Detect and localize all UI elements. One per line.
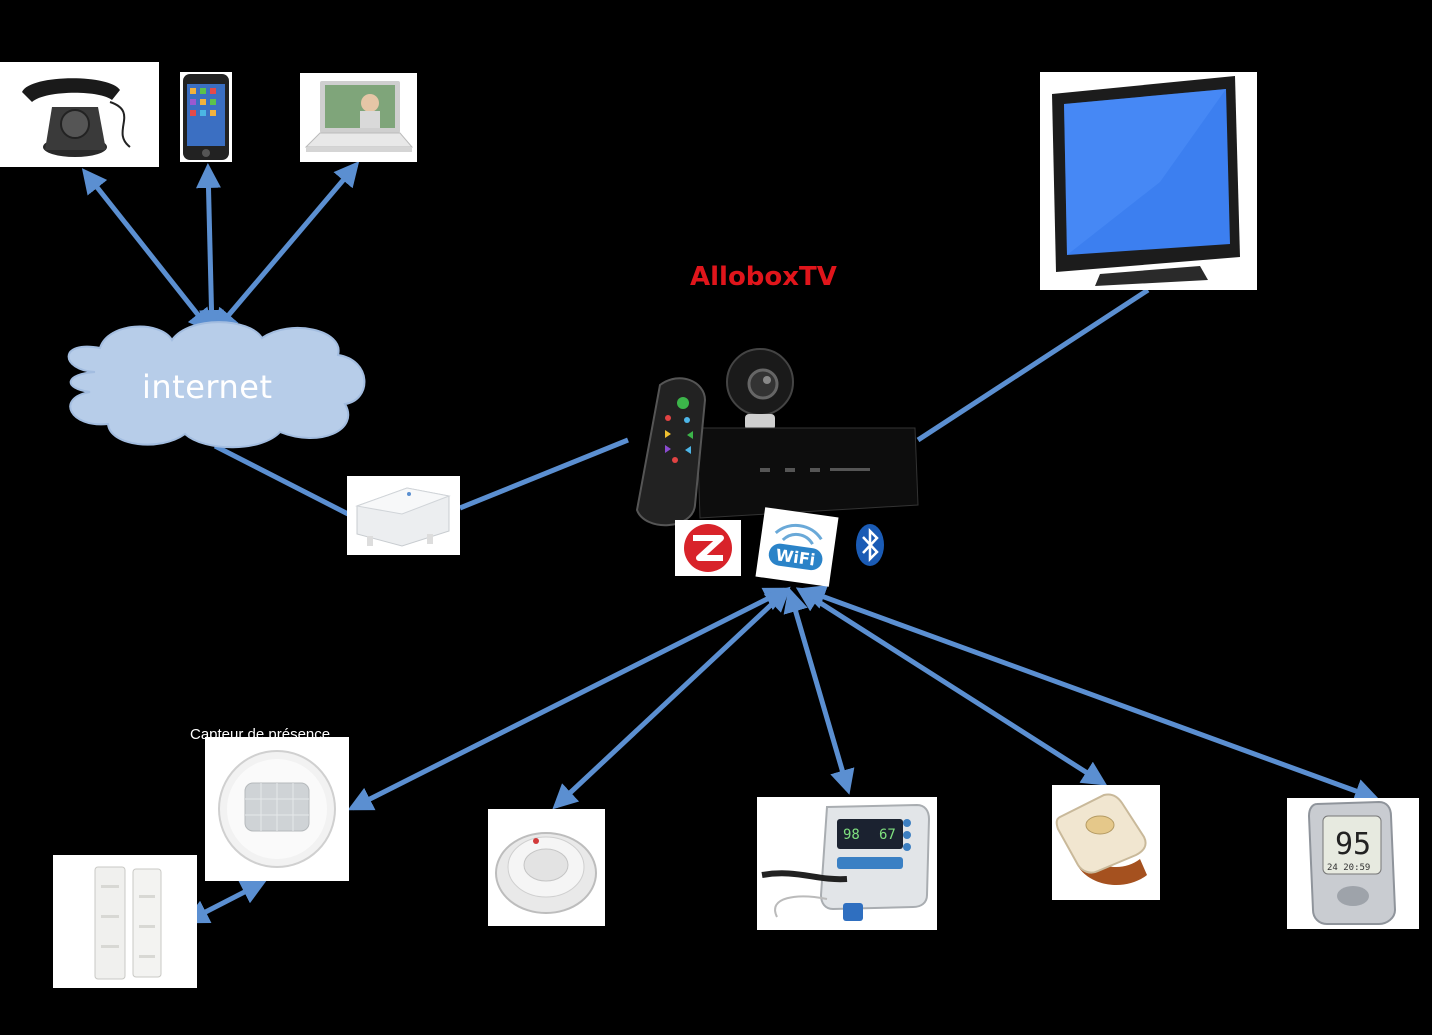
wifi-icon: WiFi [768,523,823,571]
glucometer-icon: 95 24 20:59 [1307,800,1397,925]
smoke-detector-icon [495,832,597,914]
bluetooth-icon [856,524,884,566]
presence-sensor-tile [205,737,349,881]
internet-cloud-label: internet [142,368,273,406]
telephone-tile [0,62,159,167]
zigbee-tile [675,520,741,576]
link-internet-laptop [212,161,360,334]
link-hub-glucometer [800,585,1380,803]
link-hub-tv [916,287,1150,443]
telephone-icon [22,78,131,157]
link-hub-presence [347,587,790,811]
link-internet-telephone [81,168,214,334]
link-internet-smartphone [195,163,225,335]
television-tile [1040,72,1257,290]
svg-text:98: 98 [843,827,860,843]
link-hub-smoke [552,586,791,810]
pulse-oximeter-tile: 98 67 [757,797,937,930]
door-sensor-tile [53,855,197,988]
door-sensor-icon [94,866,162,980]
smoke-detector-tile [488,809,605,926]
wifi-tile: WiFi [755,507,839,587]
link-hub-bracelet [795,587,1108,786]
camera-icon [726,348,794,430]
link-presence-door [183,880,267,924]
television-icon [1052,76,1240,286]
svg-text:67: 67 [879,827,896,843]
router-tile [347,476,460,555]
svg-text:24 20:59: 24 20:59 [1327,863,1370,873]
link-hub-oximeter [783,587,855,795]
smartphone-icon [183,74,229,160]
laptop-tile [300,73,417,162]
glucometer-tile: 95 24 20:59 [1287,798,1419,929]
link-internet-router [213,443,350,517]
set-top-box-icon [696,427,919,519]
hub-title: AlloboxTV [690,262,837,292]
glucometer-reading: 95 [1335,827,1371,862]
presence-sensor-caption: Capteur de présence [190,726,331,743]
link-router-hub [459,437,629,511]
internet-cloud [67,321,366,449]
laptop-icon [304,81,414,152]
zigbee-icon [684,524,732,572]
presence-sensor-icon [218,750,336,868]
hub-device [635,348,919,527]
router-icon [355,487,451,547]
remote-icon [635,377,707,527]
emergency-bracelet-icon [1055,793,1147,885]
emergency-bracelet-tile [1052,785,1160,900]
smartphone-tile [180,72,232,162]
pulse-oximeter-icon: 98 67 [761,803,931,921]
